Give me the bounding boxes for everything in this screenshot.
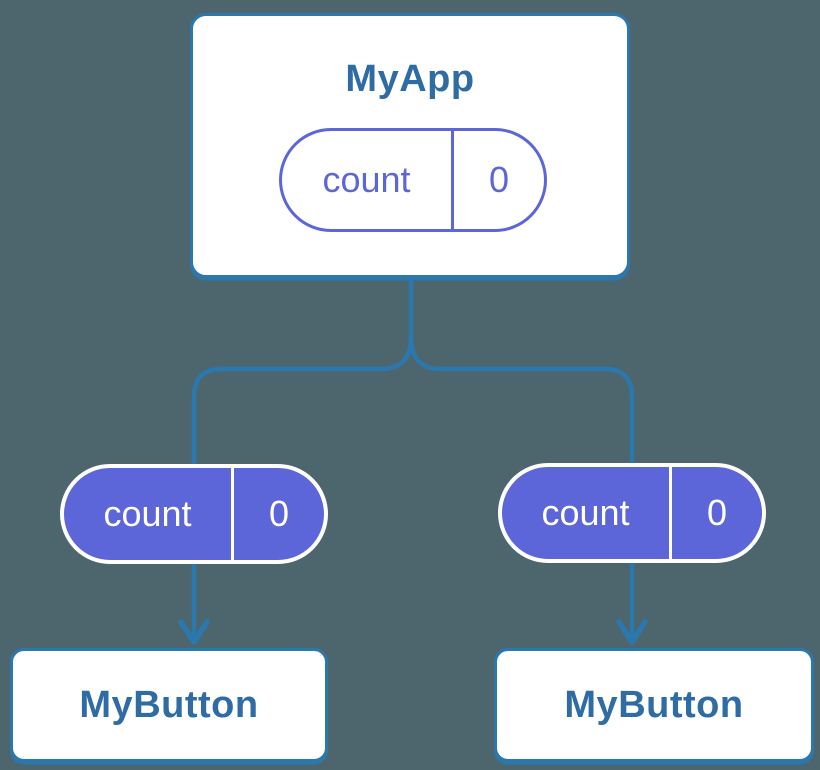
prop-pill-left: count 0 xyxy=(60,464,328,564)
root-component-title: MyApp xyxy=(345,58,475,100)
root-state-name: count xyxy=(282,131,454,229)
prop-name-right: count xyxy=(502,467,672,559)
left-arrowhead-icon xyxy=(178,619,210,645)
root-state-pill: count 0 xyxy=(279,128,547,232)
prop-value-right: 0 xyxy=(706,492,728,533)
child-component-title-left: MyButton xyxy=(79,683,259,726)
component-node-child-left: MyButton xyxy=(10,648,328,762)
prop-pill-right: count 0 xyxy=(498,463,766,563)
prop-name-left: count xyxy=(64,468,234,560)
root-state-value: 0 xyxy=(488,159,510,200)
fork-connector-right-branch xyxy=(408,334,635,640)
prop-value-left: 0 xyxy=(268,493,290,534)
fork-connector-left-branch xyxy=(191,267,414,640)
child-component-title-right: MyButton xyxy=(564,683,744,726)
right-arrowhead-icon xyxy=(616,619,648,645)
component-node-child-right: MyButton xyxy=(494,648,814,762)
component-node-root: MyApp count 0 xyxy=(190,13,630,278)
